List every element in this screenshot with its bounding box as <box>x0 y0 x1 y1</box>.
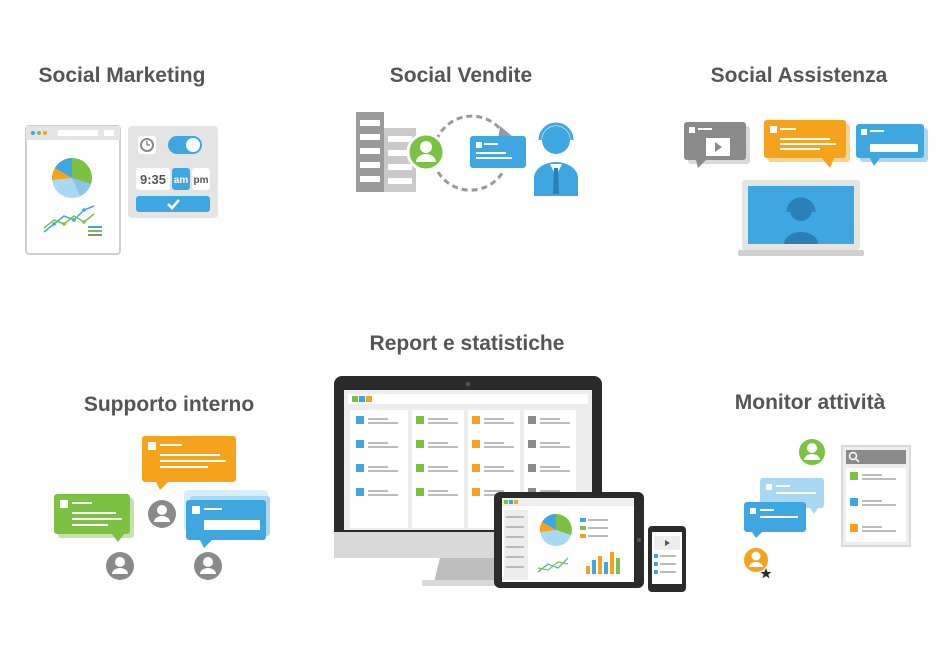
user-avatar-icon <box>406 132 446 172</box>
pie-chart-icon-2 <box>539 513 572 546</box>
supporto-interno-illustration <box>52 434 274 582</box>
social-marketing-title: Social Marketing <box>38 64 206 87</box>
social-marketing-illustration: 9:35 am pm <box>24 124 220 258</box>
chat-bubble-icon-2 <box>54 494 134 542</box>
search-icon <box>848 451 858 461</box>
line-chart-icon <box>43 205 102 236</box>
chat-card-icon <box>470 136 526 168</box>
tablet-icon <box>494 492 644 588</box>
user-avatar-icon-2 <box>148 500 176 528</box>
am-label: am <box>174 175 189 186</box>
phone-icon <box>648 526 686 592</box>
chat-bubble-icon-4 <box>760 478 824 514</box>
checkmark-icon <box>167 199 180 210</box>
chat-bubble-icon-3 <box>184 490 270 548</box>
user-avatar-icon-3 <box>106 552 134 580</box>
time-text: 9:35 <box>140 172 166 187</box>
user-avatar-star-icon <box>742 546 772 579</box>
user-avatar-icon-5 <box>797 437 827 467</box>
chat-bubble-icon <box>142 436 236 490</box>
social-assistenza-illustration <box>684 120 930 260</box>
activity-list-panel <box>841 445 911 547</box>
social-vendite-illustration <box>354 106 586 200</box>
user-avatar-icon-4 <box>194 552 222 580</box>
headset-agent-icon-2 <box>784 197 818 244</box>
star-icon <box>760 568 772 579</box>
monitor-attivita-title: Monitor attività <box>734 391 886 414</box>
play-icon <box>665 540 670 546</box>
message-card-icon <box>764 120 850 168</box>
building-icon <box>356 112 416 192</box>
pm-label: pm <box>194 175 209 186</box>
message-card-icon-2 <box>856 124 928 166</box>
report-statistiche-title: Report e statistiche <box>369 332 565 355</box>
video-card-icon <box>684 122 750 168</box>
social-vendite-title: Social Vendite <box>389 64 533 87</box>
laptop-icon <box>738 180 864 256</box>
scheduler-card: 9:35 am pm <box>128 126 218 218</box>
headset-agent-icon <box>534 122 578 196</box>
pie-chart-icon <box>51 158 92 198</box>
bar-chart-icon <box>586 552 620 574</box>
report-statistiche-illustration <box>334 376 690 596</box>
social-assistenza-title: Social Assistenza <box>710 64 888 87</box>
monitor-attivita-illustration <box>738 436 914 580</box>
clock-icon <box>140 138 154 152</box>
supporto-interno-title: Supporto interno <box>83 393 255 416</box>
chat-bubble-icon-5 <box>744 502 806 538</box>
